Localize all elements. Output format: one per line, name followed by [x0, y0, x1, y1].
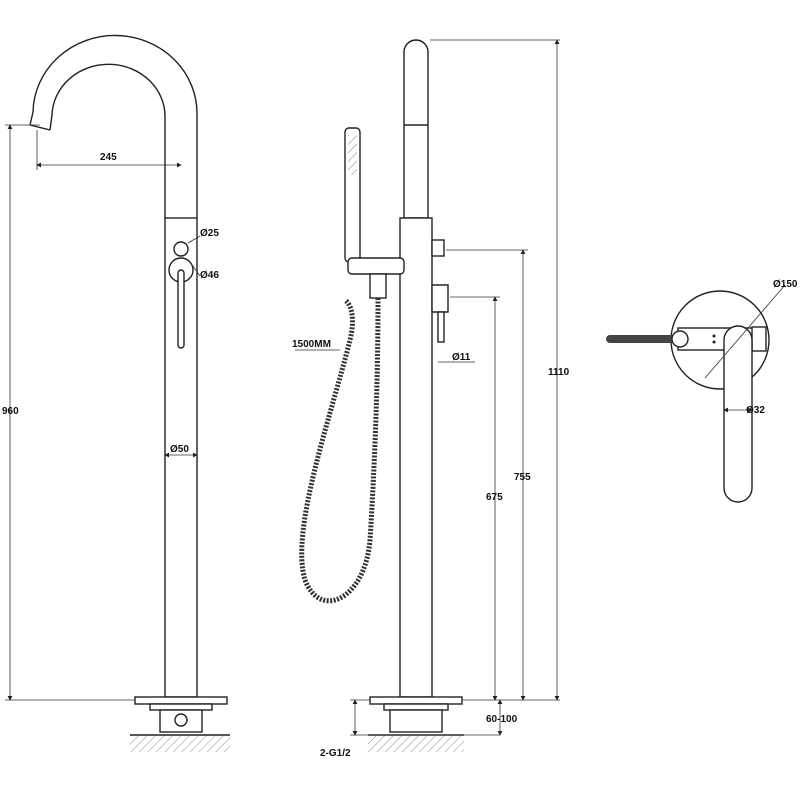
diverter-knob [173, 241, 189, 257]
dim-handle-height: 675 [486, 492, 503, 503]
shower-holder [347, 257, 405, 275]
dim-lever: Ø11 [452, 352, 471, 363]
base-plate [134, 696, 228, 705]
lever-front [437, 311, 445, 343]
dim-handle: Ø46 [200, 270, 219, 281]
dim-connections: 2-G1/2 [320, 748, 351, 759]
dim-cover-plate: Ø150 [773, 279, 798, 290]
side-view-faucet: 245 960 Ø25 Ø46 Ø50 [2, 34, 230, 752]
top-lever [723, 325, 753, 503]
floor-hatch-front [368, 735, 464, 752]
gooseneck-inner [49, 63, 166, 218]
gooseneck-outer [29, 34, 198, 218]
hose-connector [369, 273, 387, 299]
dim-top-lever: Ø32 [746, 405, 765, 416]
dim-total-height: 1110 [548, 367, 570, 378]
handle-lever [177, 269, 185, 349]
dim-spout-height: 960 [2, 406, 19, 417]
dim-outlet-height: 755 [514, 472, 531, 483]
top-view-faucet: Ø150 Ø32 [606, 279, 798, 503]
floor-hatch [130, 735, 230, 752]
body-pipe-front [399, 217, 433, 698]
top-hose [606, 335, 678, 343]
dim-body: Ø50 [170, 444, 189, 455]
front-view-faucet: 1110 755 675 Ø11 1500MM 2-G1/2 60-100 [292, 39, 570, 759]
handle-hub-front [431, 284, 449, 313]
diverter-front [431, 239, 445, 257]
upper-spout [403, 39, 429, 219]
dim-hose-length: 1500MM [292, 339, 331, 350]
dim-spout-reach: 245 [100, 152, 117, 163]
dim-riser-adjust: 60-100 [486, 714, 518, 725]
dim-diverter: Ø25 [200, 228, 219, 239]
